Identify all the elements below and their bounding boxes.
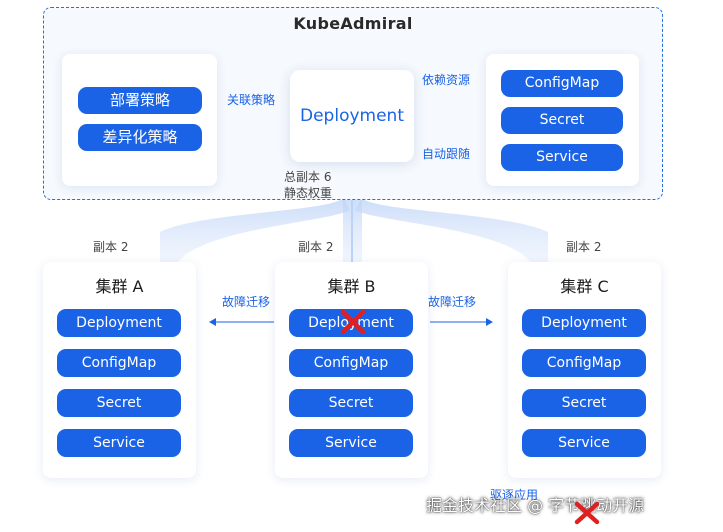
cluster-b-secret: Secret bbox=[289, 389, 413, 417]
failover-label-right: 故障迁移 bbox=[428, 295, 477, 309]
assoc-policy-label: 关联策略 bbox=[227, 93, 276, 107]
cluster-b-replicas: 副本 2 bbox=[298, 240, 334, 254]
ribbon-c bbox=[355, 198, 548, 262]
cluster-a-replicas: 副本 2 bbox=[93, 240, 129, 254]
deploy-policy-pill: 部署策略 bbox=[78, 87, 202, 114]
policy-card bbox=[62, 54, 217, 186]
cluster-c-service: Service bbox=[522, 429, 646, 457]
cluster-b-service: Service bbox=[289, 429, 413, 457]
dep-service-pill: Service bbox=[501, 144, 623, 171]
cluster-c-replicas: 副本 2 bbox=[566, 240, 602, 254]
control-plane-title: KubeAdmiral bbox=[293, 14, 413, 33]
cluster-b-title: 集群 B bbox=[327, 277, 376, 296]
auto-follow-label: 自动跟随 bbox=[422, 147, 471, 161]
center-deployment: Deployment bbox=[290, 70, 414, 162]
evict-cross-icon bbox=[574, 501, 600, 525]
failover-label-left: 故障迁移 bbox=[222, 295, 271, 309]
total-replicas-label: 总副本 6 bbox=[284, 170, 332, 184]
cluster-a-title: 集群 A bbox=[95, 277, 144, 296]
ribbon-a bbox=[160, 198, 350, 262]
diff-policy-pill: 差异化策略 bbox=[78, 124, 202, 151]
cluster-b-configmap: ConfigMap bbox=[289, 349, 413, 377]
failure-cross-icon bbox=[340, 309, 366, 335]
evict-label: 驱逐应用 bbox=[490, 488, 539, 502]
static-weight-label: 静态权重 bbox=[284, 186, 333, 200]
cluster-c-secret: Secret bbox=[522, 389, 646, 417]
cluster-a-service: Service bbox=[57, 429, 181, 457]
cluster-c-deployment: Deployment bbox=[522, 309, 646, 337]
cluster-a-deployment: Deployment bbox=[57, 309, 181, 337]
cluster-a-configmap: ConfigMap bbox=[57, 349, 181, 377]
dep-secret-pill: Secret bbox=[501, 107, 623, 134]
cluster-c-configmap: ConfigMap bbox=[522, 349, 646, 377]
dep-configmap-pill: ConfigMap bbox=[501, 70, 623, 97]
depend-resource-label: 依赖资源 bbox=[422, 73, 471, 87]
cluster-c-title: 集群 C bbox=[560, 277, 609, 296]
cluster-a-secret: Secret bbox=[57, 389, 181, 417]
